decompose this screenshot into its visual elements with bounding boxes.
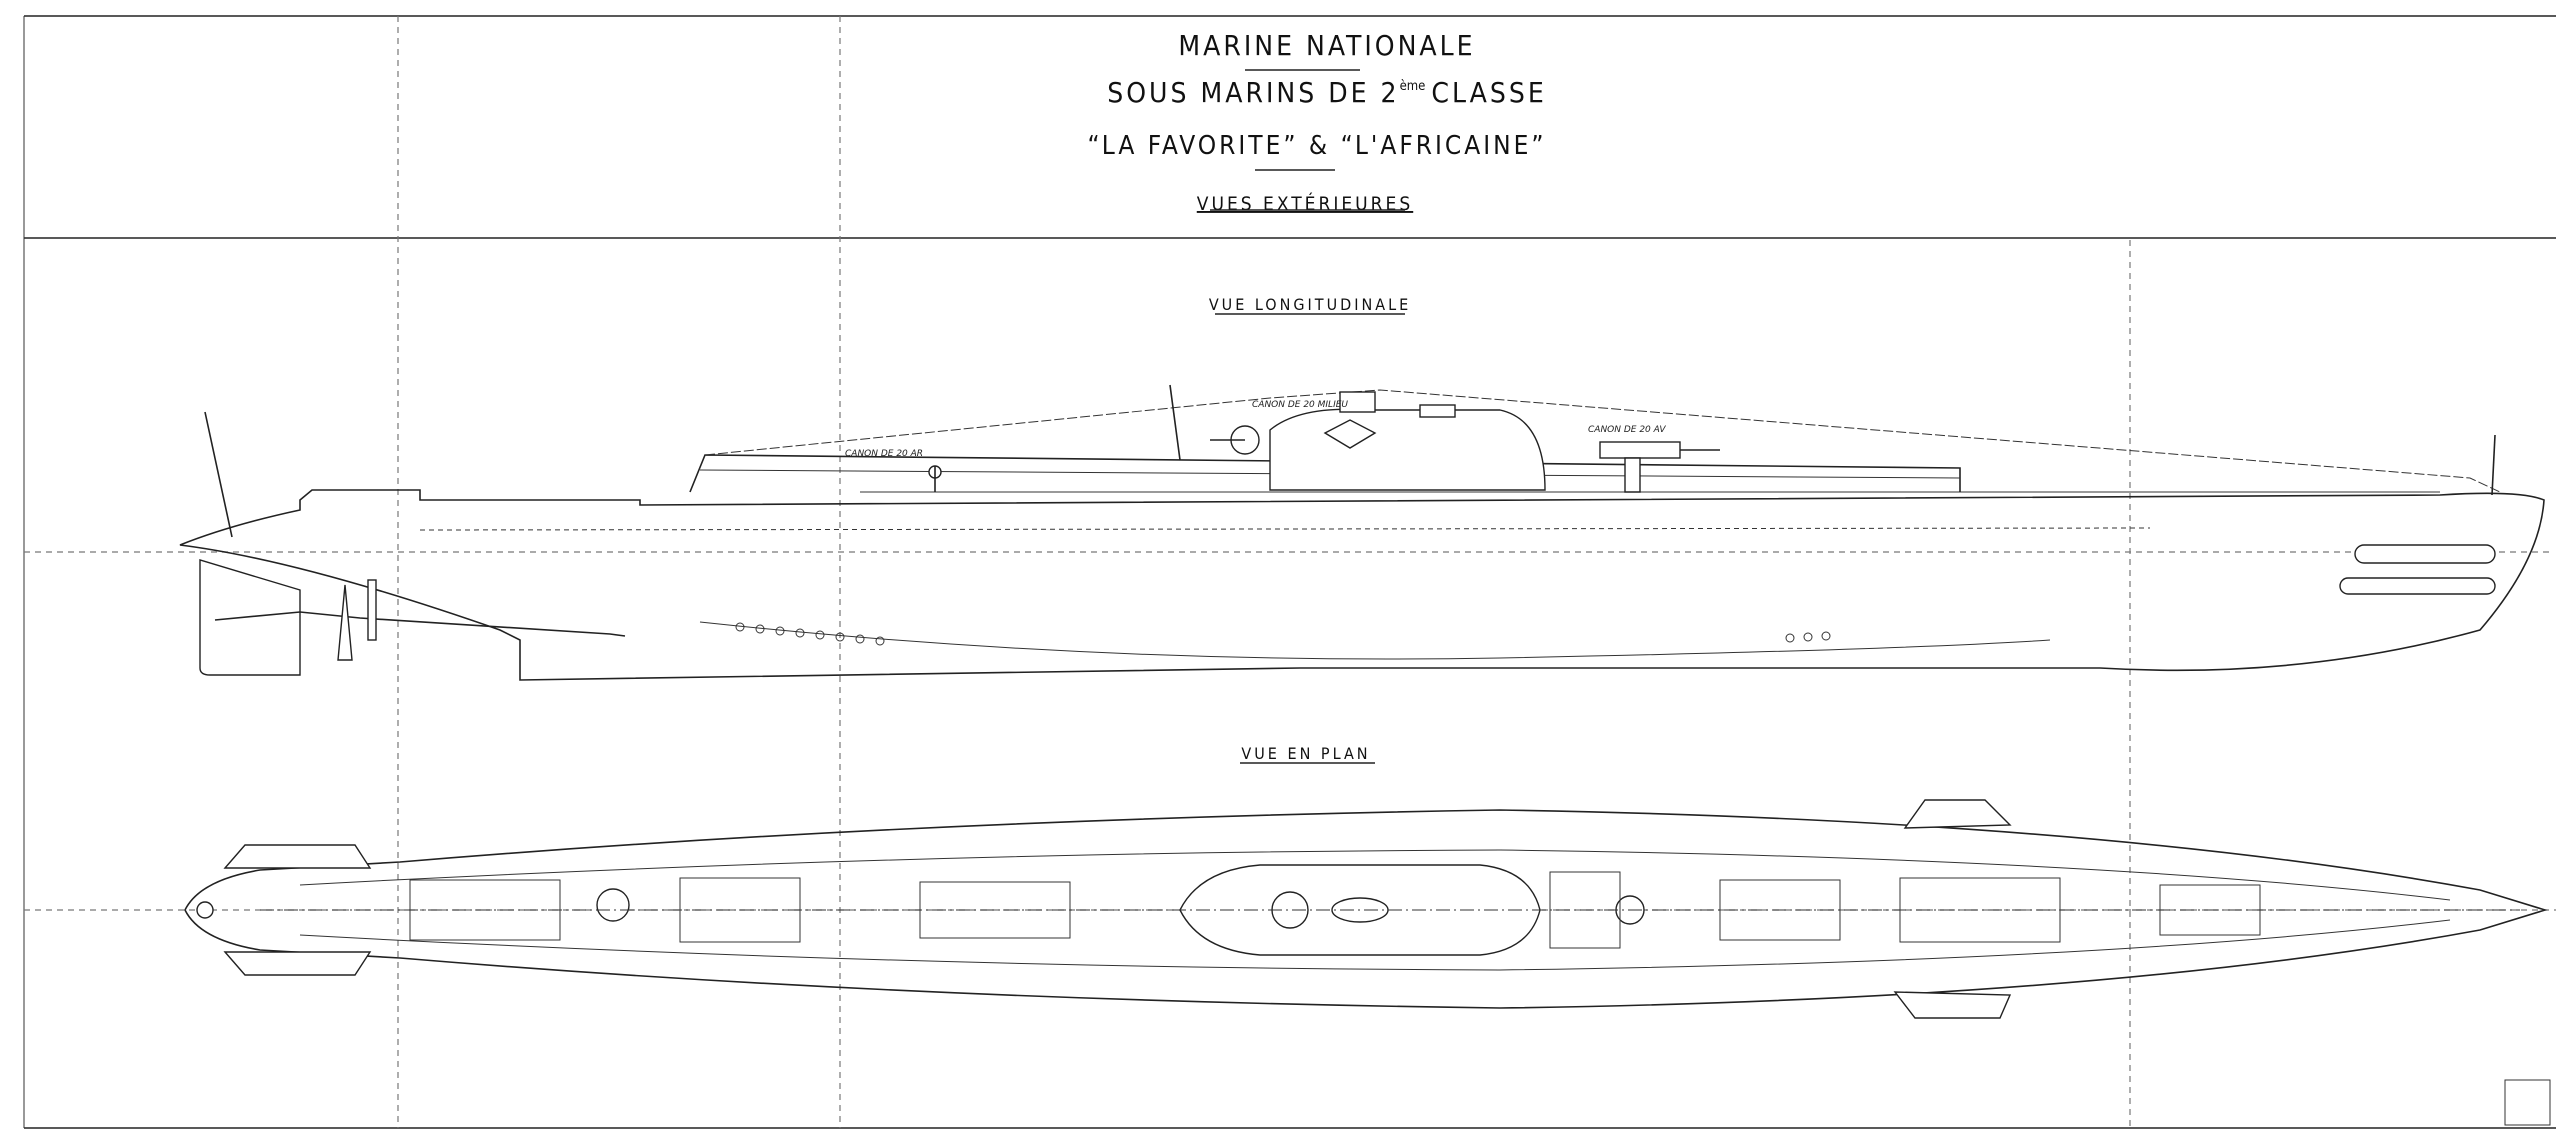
title-line-3: “LA FAVORITE” & “L'AFRICAINE” [1087, 131, 1546, 161]
label-canon-milieu: CANON DE 20 MILIEU [1252, 400, 1348, 410]
label-canon-ar: CANON DE 20 AR [845, 449, 923, 459]
plan-view-title: VUE EN PLAN [1241, 744, 1370, 763]
side-openings [735, 622, 1831, 646]
gun-mount-mid [1210, 425, 1260, 455]
sheet-frame [23, 15, 2556, 1129]
title-line-4: VUES EXTÉRIEURES [1197, 192, 1413, 215]
gun-mount-fwd [1599, 441, 1720, 493]
title-line-1: MARINE NATIONALE [1178, 29, 1475, 62]
longitudinal-view-title: VUE LONGITUDINALE [1209, 295, 1411, 314]
label-canon-av: CANON DE 20 AV [1588, 425, 1666, 435]
longitudinal-view: VUE LONGITUDINALE CANON DE 20 AR CANON D… [24, 295, 2550, 681]
gun-mount-aft [928, 465, 942, 492]
plan-view: VUE EN PLAN [24, 744, 2556, 1019]
